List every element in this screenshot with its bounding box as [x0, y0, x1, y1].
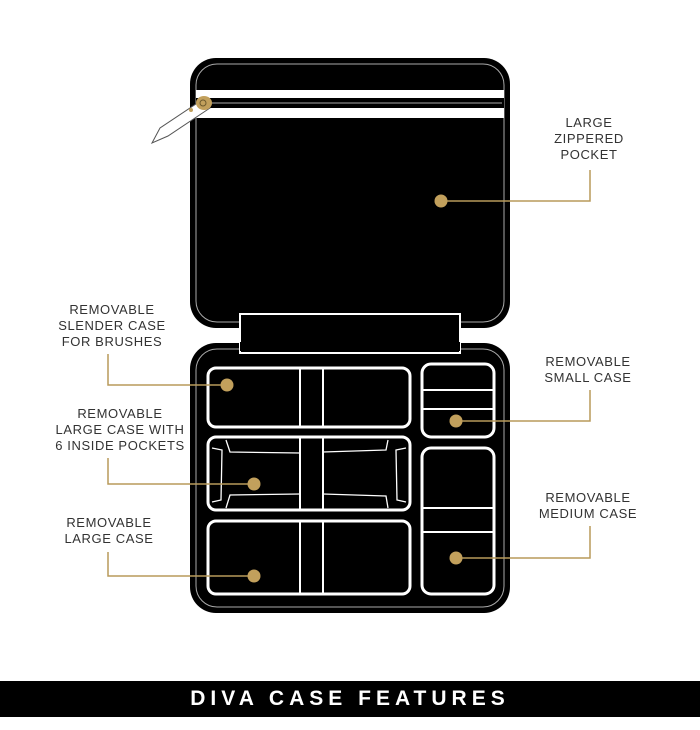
- medium-case-shape: [420, 446, 496, 596]
- callout-line: MEDIUM CASE: [538, 506, 638, 521]
- callout-line: REMOVABLE: [545, 354, 631, 369]
- leader-medium-case: [456, 526, 591, 559]
- zipper-pull-icon: [196, 96, 212, 110]
- callout-small-case: REMOVABLE SMALL CASE: [544, 354, 631, 386]
- callout-slender-case: REMOVABLE SLENDER CASE FOR BRUSHES: [58, 302, 166, 350]
- slender-case-shape: [206, 366, 412, 429]
- leader-slender-case: [107, 354, 227, 386]
- callout-line: REMOVABLE: [545, 490, 631, 505]
- leader-large-case-pockets: [107, 458, 254, 485]
- marker-dot-icon: [220, 378, 234, 392]
- callout-line: LARGE: [565, 115, 613, 130]
- features-banner: DIVA CASE FEATURES: [0, 681, 700, 717]
- leader-small-case: [456, 390, 591, 422]
- callout-zippered-pocket: LARGE ZIPPERED POCKET: [554, 115, 624, 163]
- marker-dot-icon: [449, 551, 463, 565]
- callout-line: SMALL CASE: [544, 370, 632, 385]
- callout-large-case: REMOVABLE LARGE CASE: [64, 515, 153, 547]
- case-base: [190, 342, 510, 613]
- callout-line: REMOVABLE: [77, 406, 163, 421]
- marker-dot-icon: [247, 477, 261, 491]
- callout-medium-case: REMOVABLE MEDIUM CASE: [539, 490, 637, 522]
- marker-dot-icon: [434, 194, 448, 208]
- callout-line: REMOVABLE: [69, 302, 155, 317]
- marker-dot-icon: [247, 569, 261, 583]
- marker-dot-icon: [449, 414, 463, 428]
- callout-large-case-pockets: REMOVABLE LARGE CASE WITH 6 INSIDE POCKE…: [55, 406, 185, 454]
- callout-line: FOR BRUSHES: [61, 334, 163, 349]
- large-case-shape: [206, 519, 412, 596]
- callout-line: LARGE CASE: [64, 531, 154, 546]
- callout-line: REMOVABLE: [66, 515, 152, 530]
- callout-line: LARGE CASE WITH: [55, 422, 185, 437]
- leader-zippered-pocket: [441, 170, 591, 202]
- small-case-shape: [420, 362, 496, 439]
- case-lid: [150, 58, 510, 328]
- leader-large-case: [107, 552, 254, 577]
- callout-line: ZIPPERED: [554, 131, 624, 146]
- callout-line: SLENDER CASE: [58, 318, 166, 333]
- large-case-pockets-shape: [206, 435, 412, 512]
- callout-line: POCKET: [560, 147, 618, 162]
- leader-lines: [107, 170, 591, 577]
- banner-title: DIVA CASE FEATURES: [190, 687, 510, 710]
- callout-line: 6 INSIDE POCKETS: [55, 438, 185, 453]
